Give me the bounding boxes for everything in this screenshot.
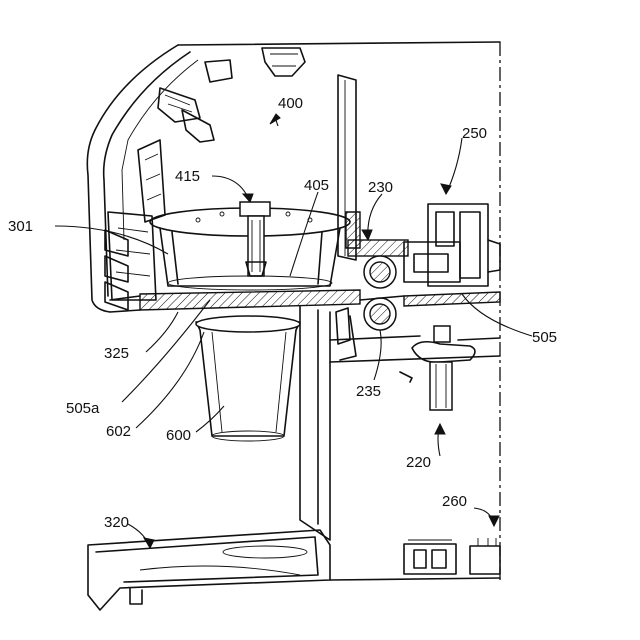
reference-labels: 400 250 415 405 230 301 505 325 235 505a…	[8, 95, 557, 531]
label-405: 405	[304, 177, 329, 194]
label-415: 415	[175, 168, 200, 185]
label-260: 260	[442, 493, 467, 510]
inner-column	[300, 306, 500, 540]
valve-assembly	[400, 326, 500, 410]
label-505: 505	[532, 329, 557, 346]
label-400: 400	[278, 95, 303, 112]
vertical-plate	[338, 75, 360, 260]
label-325: 325	[104, 345, 129, 362]
label-602: 602	[106, 423, 131, 440]
cup-assembly	[196, 316, 300, 441]
label-600: 600	[166, 427, 191, 444]
label-220: 220	[406, 454, 431, 471]
motor-housing	[404, 204, 500, 286]
label-505a: 505a	[66, 400, 100, 417]
front-door-assembly	[105, 140, 165, 310]
electronics-assembly	[404, 538, 500, 574]
label-320: 320	[104, 514, 129, 531]
label-235: 235	[356, 383, 381, 400]
leader-lines	[55, 115, 532, 548]
hatched-platform	[110, 290, 500, 312]
label-250: 250	[462, 125, 487, 142]
label-230: 230	[368, 179, 393, 196]
brew-chamber-assembly	[150, 202, 350, 290]
label-301: 301	[8, 218, 33, 235]
housing-outline	[87, 42, 500, 580]
